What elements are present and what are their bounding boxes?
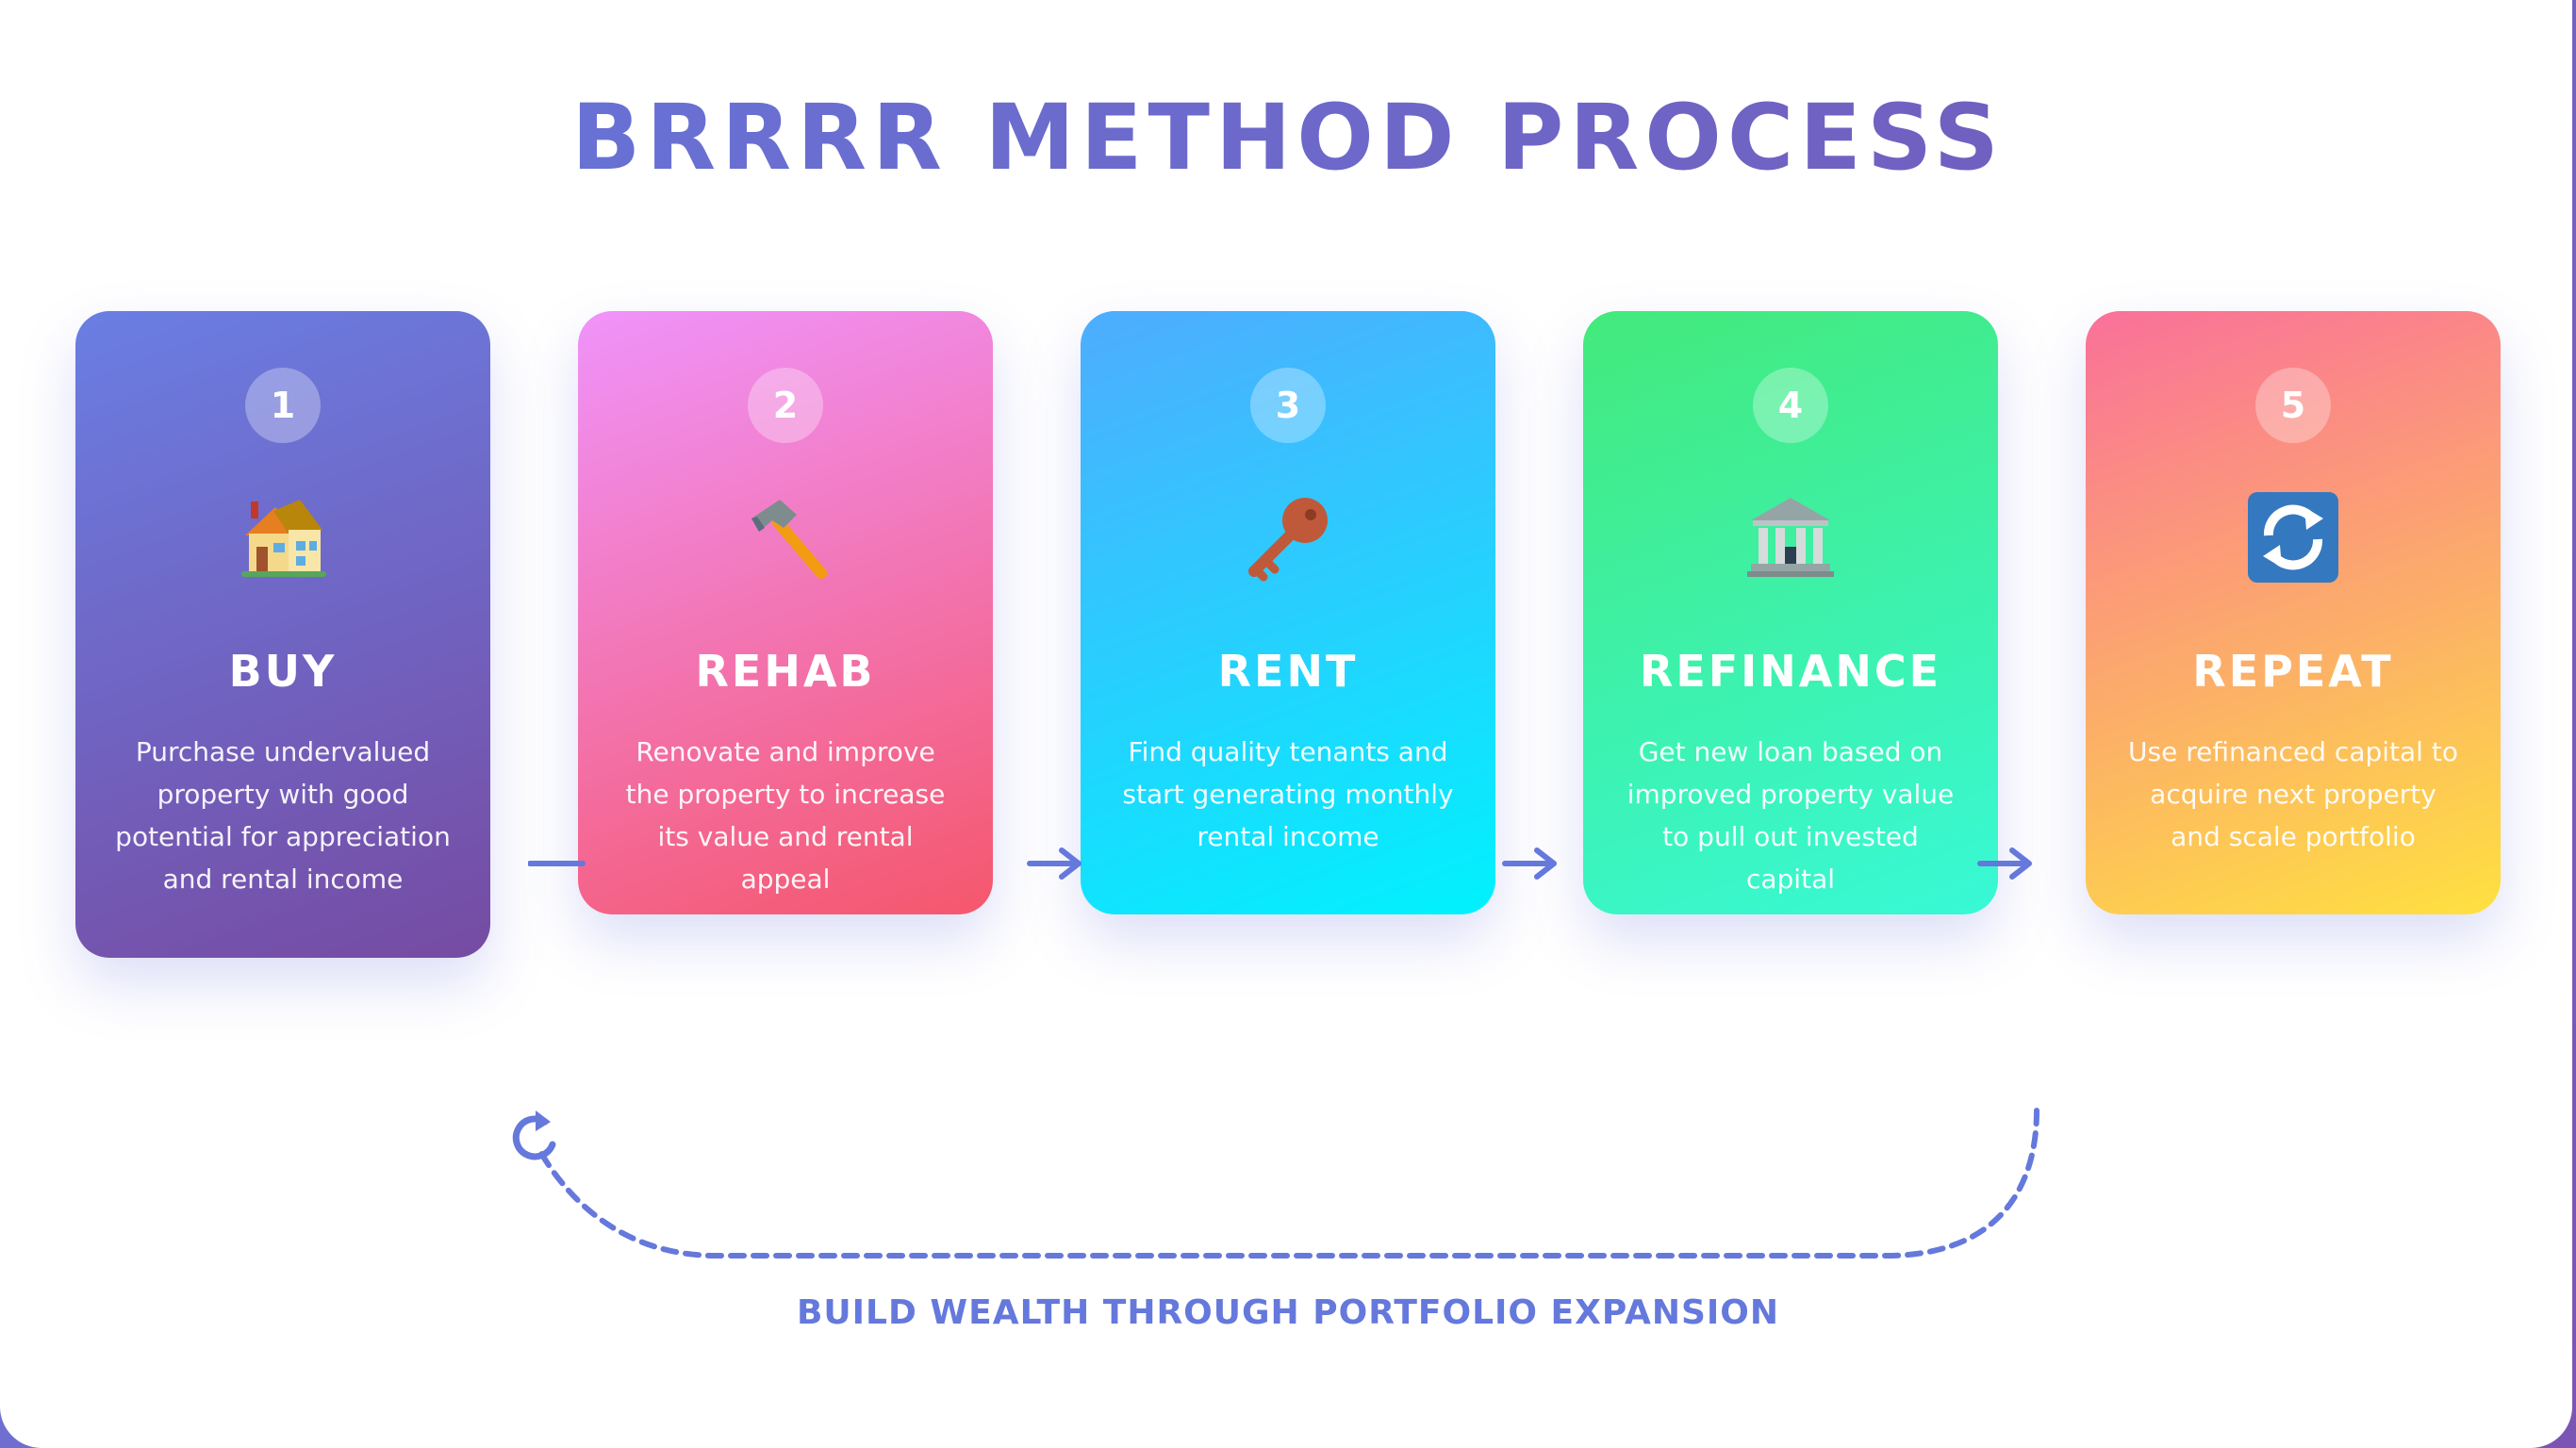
step-title: REPEAT — [2192, 646, 2394, 697]
step-card-repeat: 5 REPEAT Use refinanced capital to acqui… — [2086, 311, 2501, 914]
step-description: Renovate and improve the property to inc… — [625, 736, 946, 895]
loop-arrow-icon — [507, 1107, 568, 1167]
house-icon — [236, 490, 330, 584]
arrow-connector — [1976, 843, 2035, 884]
step-number-badge: 5 — [2255, 368, 2331, 443]
arrow-connector — [528, 843, 586, 884]
page-title: BRRRR METHOD PROCESS — [0, 85, 2572, 190]
step-card-rehab: 2 REHAB Renovate and improve the propert… — [578, 311, 993, 914]
step-title: RENT — [1217, 646, 1359, 697]
hammer-icon — [738, 490, 833, 584]
step-title: BUY — [228, 646, 338, 697]
arrow-connector — [1026, 843, 1084, 884]
step-card-refinance: 4 REFINANCE Get new loan based on improv… — [1583, 311, 1998, 914]
step-description: Use refinanced capital to acquire next p… — [2128, 736, 2458, 852]
step-title: REHAB — [695, 646, 876, 697]
step-description: Purchase undervalued property with good … — [115, 736, 451, 895]
step-card-buy: 1 BUY Purchase undervalued property with… — [75, 311, 490, 958]
step-title: REFINANCE — [1639, 646, 1942, 697]
step-number-badge: 4 — [1753, 368, 1828, 443]
repeat-icon — [2246, 490, 2340, 584]
step-number-badge: 1 — [245, 368, 321, 443]
step-card-rent: 3 RENT Find quality tenants and start ge… — [1081, 311, 1495, 914]
step-description: Find quality tenants and start generatin… — [1122, 736, 1454, 852]
repeat-loop-connector — [500, 1094, 2084, 1282]
arrow-connector — [1501, 843, 1560, 884]
step-description: Get new loan based on improved property … — [1627, 736, 1955, 895]
footer-caption: BUILD WEALTH THROUGH PORTFOLIO EXPANSION — [796, 1293, 1780, 1332]
step-number-badge: 3 — [1250, 368, 1326, 443]
bank-icon — [1743, 490, 1838, 584]
step-number-badge: 2 — [748, 368, 823, 443]
key-icon — [1241, 490, 1335, 584]
